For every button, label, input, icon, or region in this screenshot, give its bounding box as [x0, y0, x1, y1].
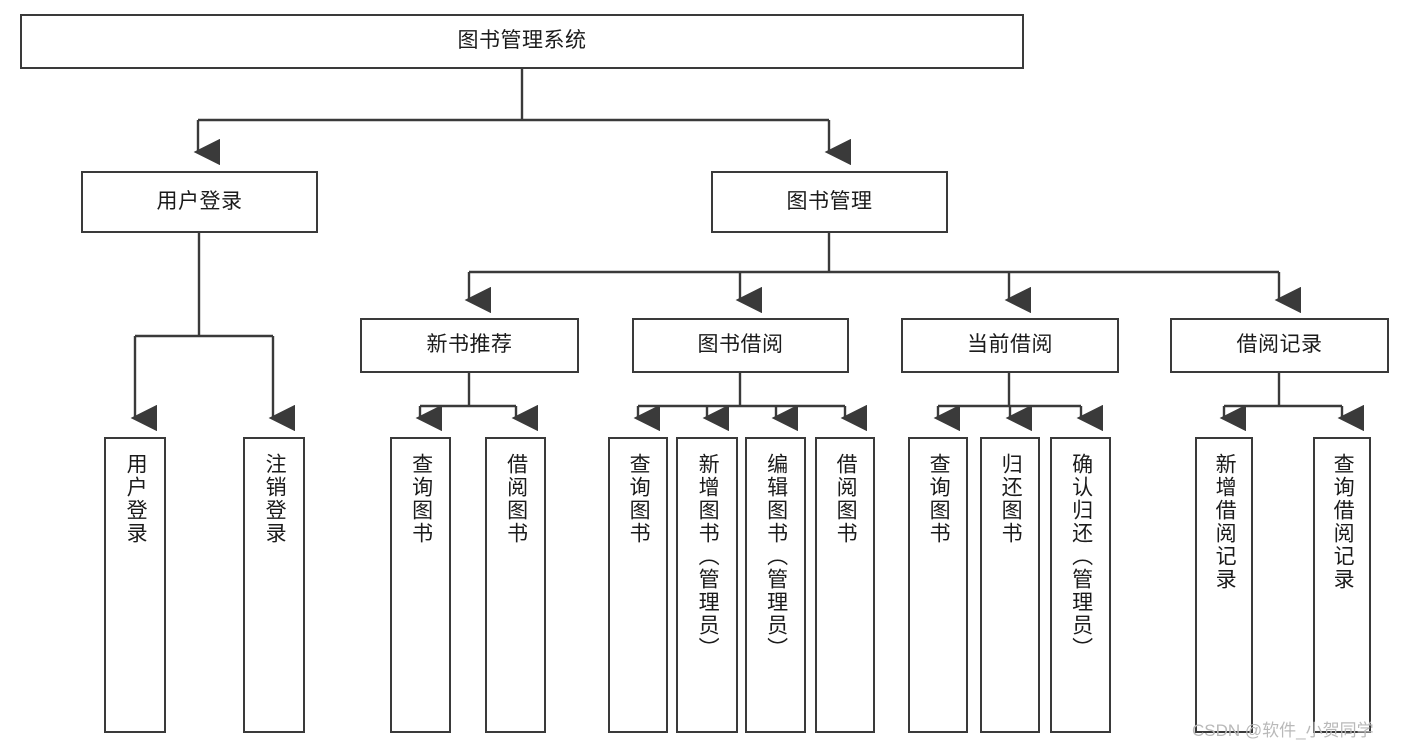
node-leaf-add-book[interactable]: 新增图书（管理员） — [676, 437, 738, 733]
node-leaf-query-book-borrow[interactable]: 查询图书 — [608, 437, 668, 733]
node-book-manage[interactable]: 图书管理 — [711, 171, 948, 233]
node-leaf-query-record-label: 查询借阅记录 — [1331, 453, 1355, 591]
node-current-borrow[interactable]: 当前借阅 — [901, 318, 1119, 373]
node-leaf-borrow-book-rec-label: 借阅图书 — [504, 453, 528, 545]
node-leaf-user-login-label: 用户登录 — [124, 453, 148, 545]
node-leaf-edit-book-label: 编辑图书（管理员） — [764, 453, 788, 660]
node-leaf-query-book-current-label: 查询图书 — [927, 453, 951, 545]
node-user-login[interactable]: 用户登录 — [81, 171, 318, 233]
node-leaf-add-record[interactable]: 新增借阅记录 — [1195, 437, 1253, 733]
node-leaf-query-book-borrow-label: 查询图书 — [627, 453, 651, 545]
node-leaf-add-record-label: 新增借阅记录 — [1213, 453, 1237, 591]
node-leaf-return-book[interactable]: 归还图书 — [980, 437, 1040, 733]
node-new-book-rec[interactable]: 新书推荐 — [360, 318, 579, 373]
node-leaf-confirm-return-label: 确认归还（管理员） — [1069, 453, 1093, 660]
node-leaf-query-book-rec[interactable]: 查询图书 — [390, 437, 451, 733]
node-leaf-borrow-book-label: 借阅图书 — [834, 453, 858, 545]
node-leaf-borrow-book-rec[interactable]: 借阅图书 — [485, 437, 546, 733]
node-leaf-confirm-return[interactable]: 确认归还（管理员） — [1050, 437, 1111, 733]
node-borrow-record-label: 借阅记录 — [1236, 333, 1323, 357]
watermark: CSDN @软件_小贺同学 — [1192, 721, 1374, 740]
node-leaf-user-logout-label: 注销登录 — [263, 453, 287, 545]
node-borrow-record[interactable]: 借阅记录 — [1170, 318, 1389, 373]
node-current-borrow-label: 当前借阅 — [967, 333, 1053, 357]
node-new-book-rec-label: 新书推荐 — [426, 333, 513, 357]
node-leaf-query-record[interactable]: 查询借阅记录 — [1313, 437, 1371, 733]
node-user-login-label: 用户登录 — [156, 189, 243, 213]
node-leaf-user-logout[interactable]: 注销登录 — [243, 437, 305, 733]
node-leaf-query-book-rec-label: 查询图书 — [409, 453, 433, 545]
node-book-manage-label: 图书管理 — [786, 189, 873, 213]
node-book-borrow-label: 图书借阅 — [697, 333, 784, 357]
node-root[interactable]: 图书管理系统 — [20, 14, 1024, 69]
node-root-label: 图书管理系统 — [457, 29, 587, 53]
node-book-borrow[interactable]: 图书借阅 — [632, 318, 849, 373]
node-leaf-add-book-label: 新增图书（管理员） — [696, 453, 720, 660]
node-leaf-return-book-label: 归还图书 — [999, 453, 1023, 545]
node-leaf-user-login[interactable]: 用户登录 — [104, 437, 166, 733]
node-leaf-edit-book[interactable]: 编辑图书（管理员） — [745, 437, 806, 733]
node-leaf-borrow-book[interactable]: 借阅图书 — [815, 437, 875, 733]
node-leaf-query-book-current[interactable]: 查询图书 — [908, 437, 968, 733]
